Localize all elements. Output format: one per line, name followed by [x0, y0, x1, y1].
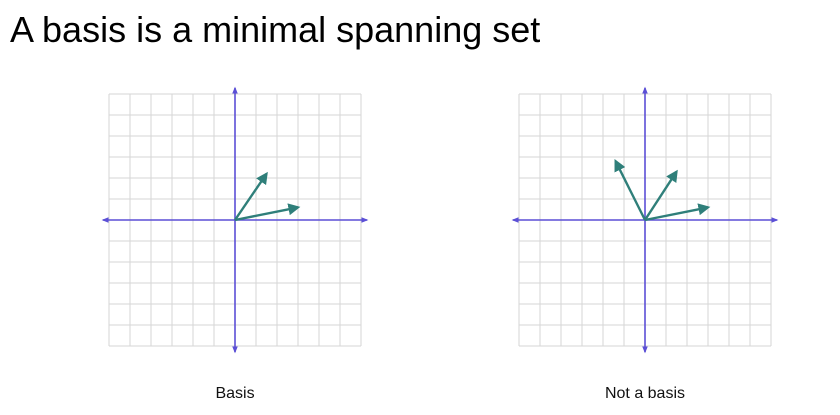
slide-title: A basis is a minimal spanning set — [10, 9, 541, 50]
basis-diagram-plot — [101, 86, 369, 354]
not-basis-diagram-plot — [511, 86, 779, 354]
vector-arrow-1 — [234, 171, 268, 221]
not-basis-diagram — [505, 80, 785, 360]
vector-arrow-1 — [614, 159, 647, 221]
vector-arrow-3 — [644, 203, 711, 222]
basis-diagram — [95, 80, 375, 360]
basis-caption: Basis — [215, 385, 255, 402]
not-basis-caption: Not a basis — [604, 385, 686, 402]
vector-arrow-2 — [643, 169, 678, 221]
vector-arrow-2 — [234, 203, 301, 222]
